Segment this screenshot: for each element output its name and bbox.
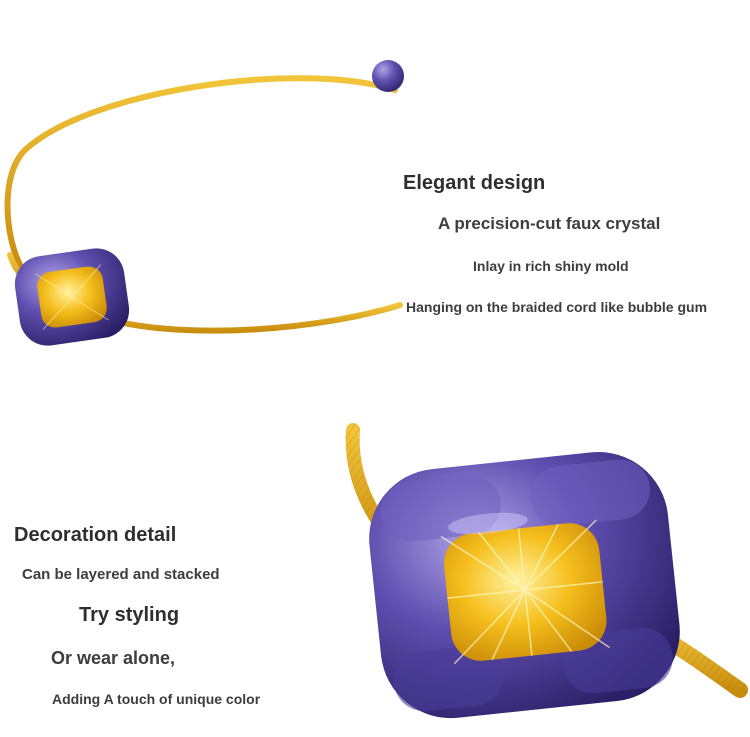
bracelet-top-image [4, 60, 404, 346]
bottom-line-3: Or wear alone, [51, 648, 176, 668]
bottom-line-4: Adding A touch of unique color [52, 691, 261, 707]
bottom-line-1: Can be layered and stacked [22, 566, 220, 583]
top-heading: Elegant design [403, 172, 546, 194]
bottom-line-2: Try styling [79, 604, 180, 626]
top-line-3: Hanging on the braided cord like bubble … [406, 299, 708, 315]
top-line-2: Inlay in rich shiny mold [473, 258, 629, 274]
top-line-1: A precision-cut faux crystal [438, 214, 661, 233]
charm-closeup-image [345, 423, 748, 719]
bottom-heading: Decoration detail [14, 524, 177, 546]
